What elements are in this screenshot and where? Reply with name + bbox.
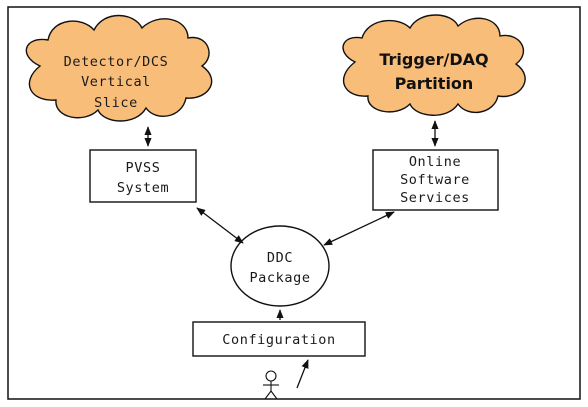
trigger-daq-cloud: Trigger/DAQ Partition (342, 14, 526, 116)
online-software-services-box: Online Software Services (372, 149, 499, 211)
arrow-user-config (296, 359, 309, 389)
pvss-box-line-2: System (117, 180, 169, 196)
trigger-cloud-line-1: Trigger/DAQ (379, 50, 488, 69)
pvss-box-line-1: PVSS (126, 160, 161, 176)
trigger-cloud-line-2: Partition (395, 74, 474, 93)
detector-cloud-line-3: Slice (94, 95, 138, 111)
user-stick-figure-icon (263, 370, 279, 400)
detector-cloud-line-2: Vertical (81, 74, 151, 90)
online-box-line-1: Online (409, 154, 461, 170)
ddc-package-circle: DDC Package (230, 225, 330, 307)
pvss-system-box: PVSS System (89, 149, 197, 203)
ddc-circle-line-1: DDC (267, 250, 293, 266)
configuration-box-label: Configuration (222, 332, 335, 348)
configuration-box: Configuration (192, 321, 366, 357)
arrow-pvss-ddc (196, 207, 244, 244)
detector-dcs-cloud: Detector/DCS Vertical Slice (25, 14, 213, 122)
frame-border (7, 6, 581, 400)
arrow-online-ddc (323, 211, 395, 246)
detector-cloud-line-1: Detector/DCS (64, 54, 169, 70)
online-box-line-3: Services (400, 190, 470, 206)
online-box-line-2: Software (400, 172, 470, 188)
ddc-circle-line-2: Package (249, 270, 310, 286)
